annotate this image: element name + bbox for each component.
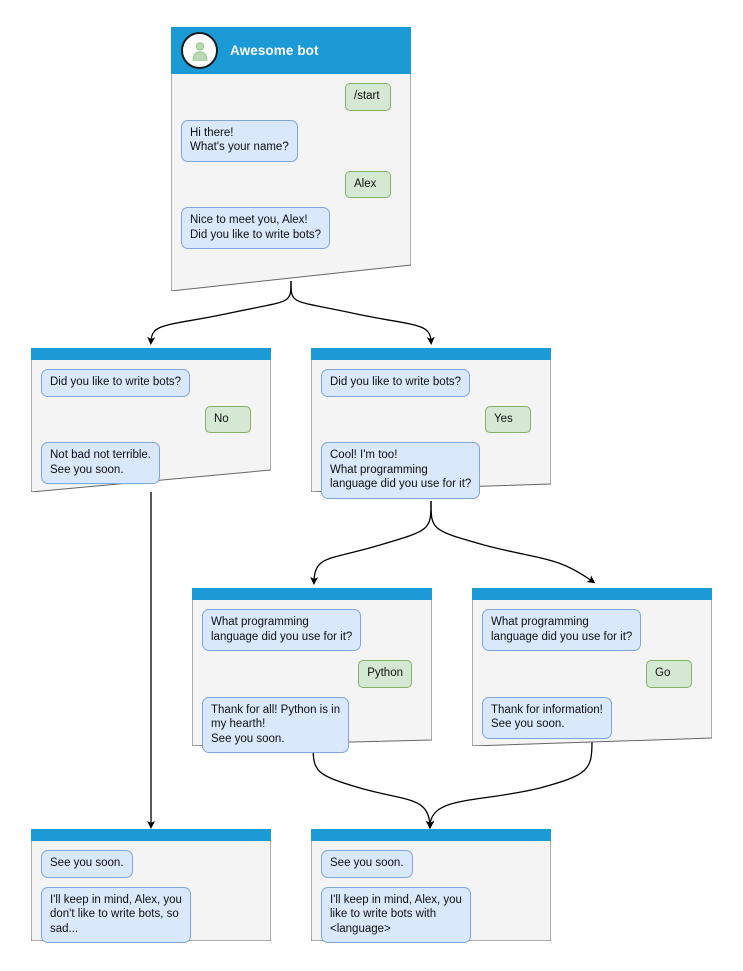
- bot-message-bubble[interactable]: See you soon.: [321, 850, 413, 878]
- message-row: Alex: [181, 170, 401, 198]
- bot-message-bubble[interactable]: Not bad not terrible. See you soon.: [41, 442, 161, 484]
- node-language-python[interactable]: What programming language did you use fo…: [192, 588, 432, 753]
- node-language-go-chat: What programming language did you use fo…: [472, 600, 712, 758]
- message-row: I'll keep in mind, Alex, you like to wri…: [321, 886, 541, 943]
- node-end-sad-chat: See you soon. I'll keep in mind, Alex, y…: [31, 841, 271, 962]
- bot-message-bubble[interactable]: See you soon.: [41, 850, 133, 878]
- node-language-python-header: [192, 588, 432, 600]
- message-row: What programming language did you use fo…: [482, 609, 702, 651]
- bot-message-bubble[interactable]: I'll keep in mind, Alex, you like to wri…: [321, 886, 471, 943]
- node-answer-yes-chat: Did you like to write bots? Yes Cool! I'…: [311, 360, 551, 518]
- message-row: See you soon.: [321, 850, 541, 878]
- node-start[interactable]: Awesome bot /start Hi there! What's your…: [171, 27, 411, 291]
- message-row: Python: [202, 660, 422, 688]
- node-start-chat: /start Hi there! What's your name? Alex …: [171, 74, 411, 268]
- message-row: I'll keep in mind, Alex, you don't like …: [41, 886, 261, 943]
- message-row: Not bad not terrible. See you soon.: [41, 442, 261, 484]
- node-end-happy[interactable]: See you soon. I'll keep in mind, Alex, y…: [311, 829, 551, 943]
- user-avatar-icon: [181, 32, 218, 69]
- message-row: Cool! I'm too! What programming language…: [321, 442, 541, 499]
- node-answer-yes-header: [311, 348, 551, 360]
- node-answer-yes[interactable]: Did you like to write bots? Yes Cool! I'…: [311, 348, 551, 499]
- message-row: What programming language did you use fo…: [202, 609, 422, 651]
- message-row: Hi there! What's your name?: [181, 119, 401, 162]
- bot-message-bubble[interactable]: Cool! I'm too! What programming language…: [321, 442, 481, 499]
- node-end-happy-chat: See you soon. I'll keep in mind, Alex, y…: [311, 841, 551, 962]
- user-message-bubble[interactable]: Go: [646, 660, 692, 688]
- bot-message-bubble[interactable]: Hi there! What's your name?: [181, 119, 298, 162]
- bot-message-bubble[interactable]: What programming language did you use fo…: [202, 609, 362, 651]
- node-language-python-chat: What programming language did you use fo…: [192, 600, 432, 772]
- user-message-bubble[interactable]: Alex: [345, 170, 391, 198]
- node-end-sad-header: [31, 829, 271, 841]
- user-message-bubble[interactable]: Yes: [485, 405, 531, 433]
- bot-message-bubble[interactable]: What programming language did you use fo…: [482, 609, 642, 651]
- message-row: Go: [482, 660, 702, 688]
- message-row: /start: [181, 83, 401, 111]
- message-row: Did you like to write bots?: [321, 369, 541, 397]
- bot-message-bubble[interactable]: Nice to meet you, Alex! Did you like to …: [181, 207, 331, 249]
- node-language-go-header: [472, 588, 712, 600]
- message-row: Thank for all! Python is in my hearth! S…: [202, 696, 422, 753]
- bot-title: Awesome bot: [230, 43, 319, 58]
- node-end-happy-header: [311, 829, 551, 841]
- message-row: Did you like to write bots?: [41, 369, 261, 397]
- message-row: Thank for information! See you soon.: [482, 696, 702, 739]
- user-message-bubble[interactable]: Python: [358, 660, 412, 688]
- bot-message-bubble[interactable]: Thank for all! Python is in my hearth! S…: [202, 696, 350, 753]
- message-row: No: [41, 405, 261, 433]
- message-row: Yes: [321, 405, 541, 433]
- bot-message-bubble[interactable]: Did you like to write bots?: [41, 369, 191, 397]
- node-answer-no[interactable]: Did you like to write bots? No Not bad n…: [31, 348, 271, 492]
- user-message-bubble[interactable]: No: [205, 405, 251, 433]
- node-end-sad[interactable]: See you soon. I'll keep in mind, Alex, y…: [31, 829, 271, 943]
- bot-message-bubble[interactable]: Thank for information! See you soon.: [482, 696, 612, 739]
- message-row: Nice to meet you, Alex! Did you like to …: [181, 207, 401, 249]
- node-answer-no-header: [31, 348, 271, 360]
- bot-message-bubble[interactable]: Did you like to write bots?: [321, 369, 471, 397]
- message-row: See you soon.: [41, 850, 261, 878]
- node-start-header: Awesome bot: [171, 27, 411, 74]
- node-answer-no-chat: Did you like to write bots? No Not bad n…: [31, 360, 271, 503]
- bot-message-bubble[interactable]: I'll keep in mind, Alex, you don't like …: [41, 886, 191, 943]
- node-language-go[interactable]: What programming language did you use fo…: [472, 588, 712, 746]
- user-message-bubble[interactable]: /start: [345, 83, 391, 111]
